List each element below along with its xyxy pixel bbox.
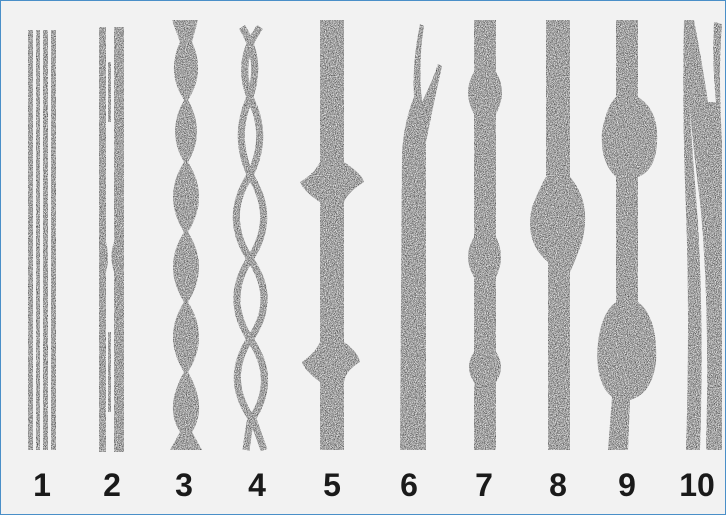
label-6: 6	[389, 467, 429, 503]
strand-2	[99, 27, 124, 452]
label-9: 9	[607, 467, 647, 503]
strand-4	[236, 27, 264, 450]
label-8: 8	[538, 467, 578, 503]
strand-3	[170, 20, 202, 450]
label-2: 2	[92, 467, 132, 503]
label-10: 10	[677, 467, 717, 503]
strand-10	[683, 20, 722, 450]
strand-8	[530, 20, 585, 450]
hair-strands-illustration	[2, 2, 724, 466]
strand-9	[597, 20, 657, 450]
strand-6	[400, 24, 442, 450]
label-7: 7	[464, 467, 504, 503]
label-4: 4	[237, 467, 277, 503]
strand-7	[468, 20, 502, 450]
label-5: 5	[312, 467, 352, 503]
label-1: 1	[22, 467, 62, 503]
strand-number-labels: 1 2 3 4 5 6 7 8 9 10	[1, 467, 726, 507]
strand-1	[28, 30, 56, 450]
label-3: 3	[164, 467, 204, 503]
strand-5	[300, 20, 364, 450]
